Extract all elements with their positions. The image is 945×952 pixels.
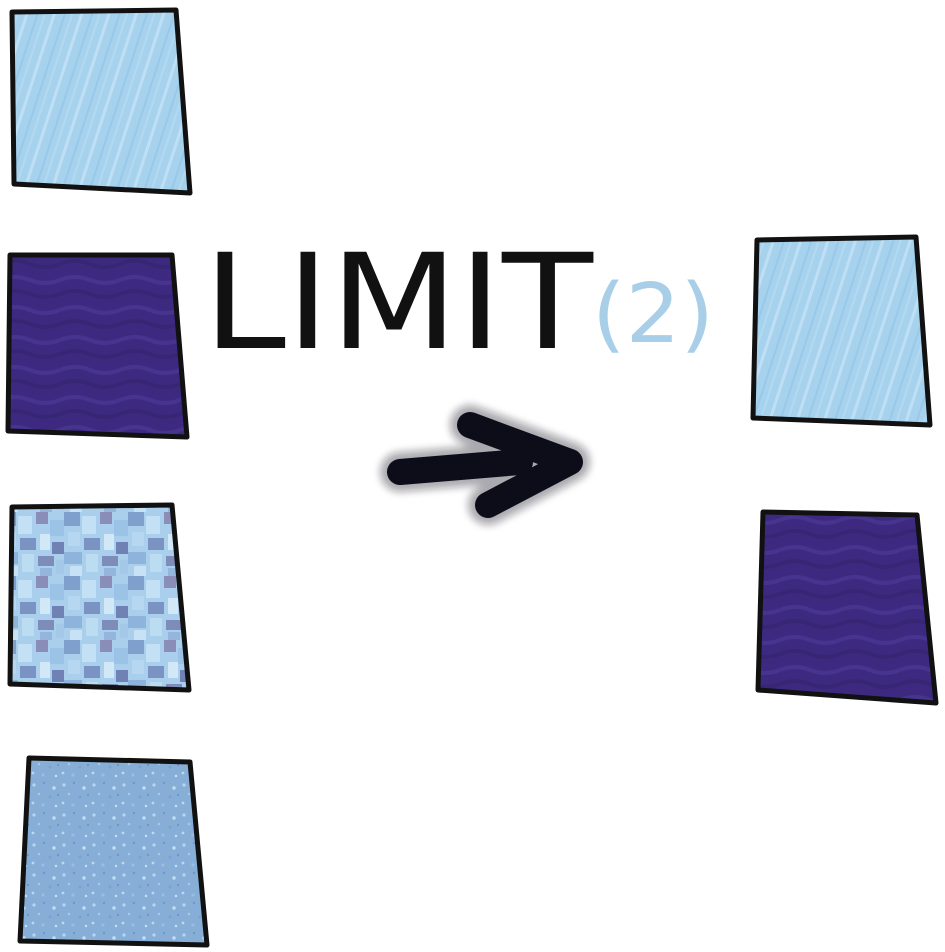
- output-tiles: [750, 234, 939, 706]
- operation-label: LIMIT (2): [203, 226, 714, 380]
- limit-keyword: LIMIT: [203, 226, 595, 380]
- input-tiles: [5, 7, 210, 948]
- input-tile-3: [10, 505, 189, 690]
- arrow-right-icon: [380, 405, 590, 525]
- output-tile-2: [758, 512, 936, 703]
- output-tile-1: [753, 237, 930, 425]
- limit-argument: (2): [592, 267, 714, 362]
- input-tile-2: [8, 255, 187, 437]
- input-tile-1: [12, 10, 190, 193]
- input-tile-4: [20, 758, 207, 945]
